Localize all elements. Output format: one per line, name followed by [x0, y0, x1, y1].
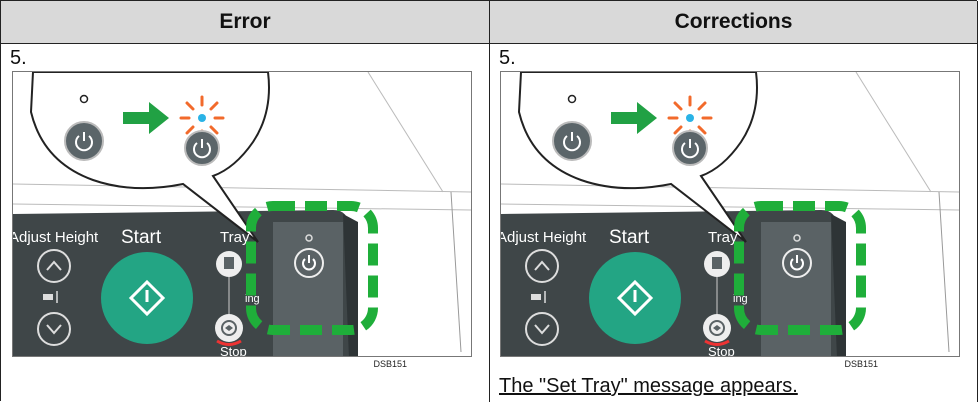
error-header: Error: [1, 1, 489, 44]
corrections-column: Corrections 5.: [490, 1, 978, 402]
figure-code: DSB151: [844, 359, 878, 369]
corrections-header: Corrections: [490, 1, 977, 44]
stop-label: Stop: [220, 344, 247, 357]
stop-label: Stop: [708, 344, 735, 357]
error-column: Error 5.: [1, 1, 490, 402]
tray-label: Tray: [220, 229, 250, 246]
tray-label: Tray: [708, 229, 738, 246]
figure-code: DSB151: [373, 359, 407, 369]
control-panel-illustration: Adjust Height Start Tray ing Stop: [12, 71, 472, 357]
step-number: 5.: [499, 47, 516, 70]
adjust-height-label: Adjust Height: [13, 229, 99, 246]
correction-note: The "Set Tray" message appears.: [499, 375, 798, 398]
start-label: Start: [121, 227, 162, 248]
power-panel: [273, 222, 343, 357]
adjust-height-label: Adjust Height: [501, 229, 587, 246]
start-label: Start: [609, 227, 650, 248]
step-number: 5.: [10, 47, 27, 70]
control-panel-illustration: Adjust Height Start Tray ing Stop: [500, 71, 960, 357]
power-panel: [761, 222, 831, 357]
